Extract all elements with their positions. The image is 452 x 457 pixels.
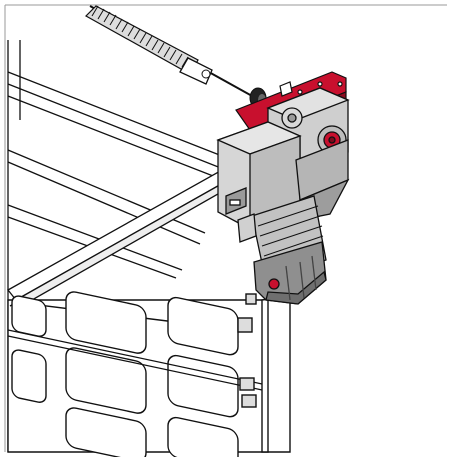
door-leaf (7, 40, 246, 452)
shaft-operator-icon (216, 87, 350, 305)
horizontal-track (7, 169, 234, 309)
vertical-track (237, 293, 291, 453)
spring-anchor (279, 81, 293, 97)
door-panels (7, 291, 269, 457)
torsion-spring-icon (85, 5, 271, 109)
frame-border (4, 4, 447, 452)
